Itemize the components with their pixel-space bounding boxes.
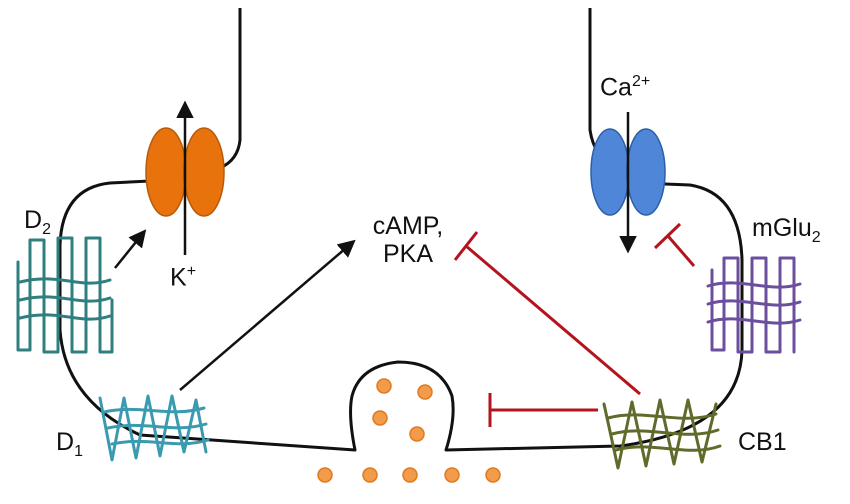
cb1-label-text: CB1 <box>738 428 787 456</box>
mglu2-inhibits-calcium-bar <box>653 222 682 250</box>
d1-receptor-coil <box>102 406 210 446</box>
camp-pka-label: cAMP, PKA <box>368 212 448 268</box>
released-vesicle <box>402 467 418 483</box>
d2-label-sub: 2 <box>42 221 51 238</box>
released-vesicle <box>317 467 333 483</box>
released-vesicles <box>317 467 501 483</box>
potassium-channel <box>145 100 225 255</box>
d1-label-base: D <box>56 428 75 456</box>
released-vesicle <box>444 467 460 483</box>
inhibition-lines <box>453 222 696 427</box>
vesicle <box>417 384 433 400</box>
calcium-label: Ca2+ <box>600 68 650 101</box>
mglu2-inhibits-calcium-line <box>666 235 696 267</box>
d1-label-sub: 1 <box>74 443 83 460</box>
vesicle <box>372 410 388 426</box>
potassium-channel-left-subunit <box>145 127 187 217</box>
d2-to-potassium-arrow <box>114 229 147 269</box>
cb1-receptor-coil <box>606 412 722 452</box>
released-vesicle <box>362 467 378 483</box>
d2-label: D2 <box>24 206 51 244</box>
cb1-inhibits-camp-bar <box>453 231 479 261</box>
pka-label: PKA <box>382 240 434 268</box>
potassium-label-sup: + <box>186 263 197 280</box>
d1-receptor <box>98 394 210 462</box>
cb1-receptor-helices <box>602 398 718 470</box>
mglu2-label-base: mGlu <box>752 214 812 242</box>
cb1-label: CB1 <box>738 428 787 456</box>
vesicle <box>376 378 392 394</box>
d1-label: D1 <box>56 428 83 466</box>
mglu2-receptor <box>706 256 802 354</box>
d2-receptor <box>16 236 114 354</box>
d1-to-camp-arrow <box>179 239 356 391</box>
camp-label: cAMP, <box>372 212 444 240</box>
neuron-membrane <box>58 8 744 452</box>
calcium-channel <box>590 112 666 254</box>
potassium-label: K+ <box>170 258 196 291</box>
potassium-label-base: K <box>170 263 187 292</box>
mglu2-label-sub: 2 <box>811 229 821 246</box>
vesicle <box>409 426 425 442</box>
calcium-label-base: Ca <box>600 73 632 102</box>
calcium-channel-left-subunit <box>590 128 630 216</box>
potassium-channel-right-subunit <box>183 127 225 217</box>
vesicles <box>372 378 433 442</box>
mglu2-receptor-coil <box>706 281 802 325</box>
calcium-label-sup: 2+ <box>631 73 651 90</box>
d2-receptor-coil <box>18 277 112 321</box>
mglu2-receptor-helices <box>710 256 796 354</box>
calcium-channel-right-subunit <box>626 128 666 216</box>
cb1-receptor <box>602 398 722 470</box>
mglu2-label: mGlu2 <box>752 214 821 252</box>
d2-receptor-helices <box>16 236 114 354</box>
released-vesicle <box>485 467 501 483</box>
d2-label-base: D <box>24 206 43 234</box>
cb1-inhibits-camp-line <box>465 244 641 396</box>
